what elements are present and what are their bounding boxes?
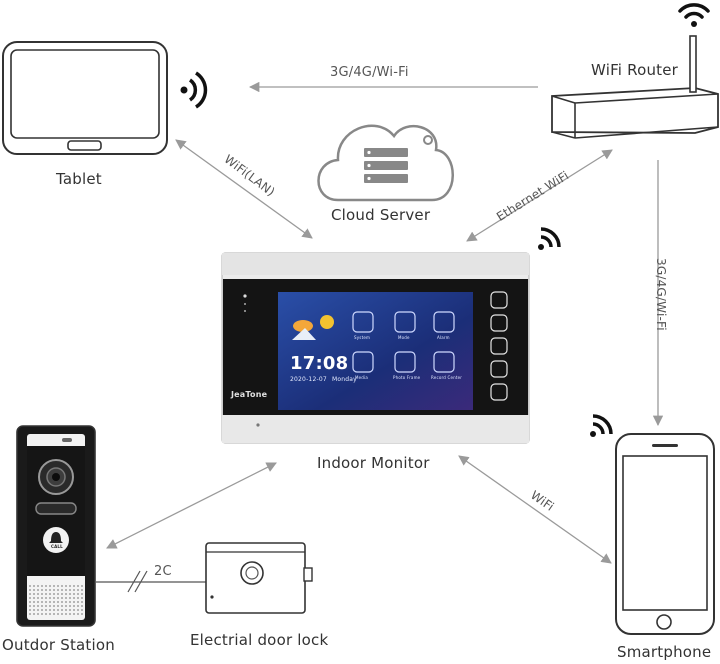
door-lock-device: [205, 542, 313, 614]
smartphone-label: Smartphone: [617, 643, 712, 661]
screen-weekday: Monday: [331, 376, 357, 383]
app-label-alarm: Alarm: [437, 335, 450, 340]
outdoor-station-label: Outdor Station: [2, 636, 115, 654]
link-router-tablet-label: 3G/4G/Wi-Fi: [330, 65, 409, 80]
router-wifi-icon: [678, 3, 710, 27]
screen-clock: 17:08: [290, 353, 349, 374]
weather-icon: [292, 315, 334, 340]
door-lock-label: Electrial door lock: [190, 631, 329, 649]
smartphone-device: [615, 433, 715, 635]
link-router-phone-label: 3G/4G/Wi-Fi: [654, 258, 668, 331]
arrow-tablet-monitor: [175, 139, 313, 239]
bell-icon: [49, 532, 63, 543]
tablet-device: [2, 41, 168, 155]
monitor-screen: [278, 292, 473, 410]
phone-wifi-icon: [590, 414, 613, 437]
arrow-monitor-outdoor: [106, 462, 277, 549]
indoor-monitor-label: Indoor Monitor: [317, 454, 430, 472]
call-button-label: CALL: [51, 544, 63, 549]
app-label-media: Media: [355, 375, 369, 380]
monitor-side-buttons: [490, 291, 508, 401]
arrow-monitor-phone: [458, 455, 612, 564]
cloud-server: [317, 124, 454, 202]
arrow-router-monitor: [466, 149, 613, 242]
server-stack-icon: [364, 148, 408, 183]
router-device: [551, 35, 719, 139]
outdoor-station-device: [16, 425, 96, 627]
lock-cylinder-icon: [240, 561, 264, 585]
wire-2c: [96, 570, 206, 593]
app-label-system: System: [354, 335, 371, 340]
router-label: WiFi Router: [591, 61, 679, 79]
app-label-record-center: Record Center: [431, 375, 463, 380]
monitor-wifi-icon: [538, 227, 561, 250]
tablet-label: Tablet: [56, 170, 102, 188]
tablet-wifi-icon: [180, 71, 208, 109]
screen-date-value: 2020-12-07: [290, 376, 327, 383]
indoor-monitor-device: [221, 252, 530, 444]
screen-date: 2020-12-07 Monday: [290, 376, 357, 383]
connection-arrows: [106, 81, 664, 564]
app-tiles: [352, 311, 455, 373]
brand-logo-text: JeaTone: [231, 390, 268, 399]
app-label-photo-frame: Photo Frame: [393, 375, 421, 380]
cloud-server-label: Cloud Server: [331, 206, 431, 224]
link-wire-label: 2C: [154, 564, 172, 579]
app-label-mode: Mode: [398, 335, 410, 340]
